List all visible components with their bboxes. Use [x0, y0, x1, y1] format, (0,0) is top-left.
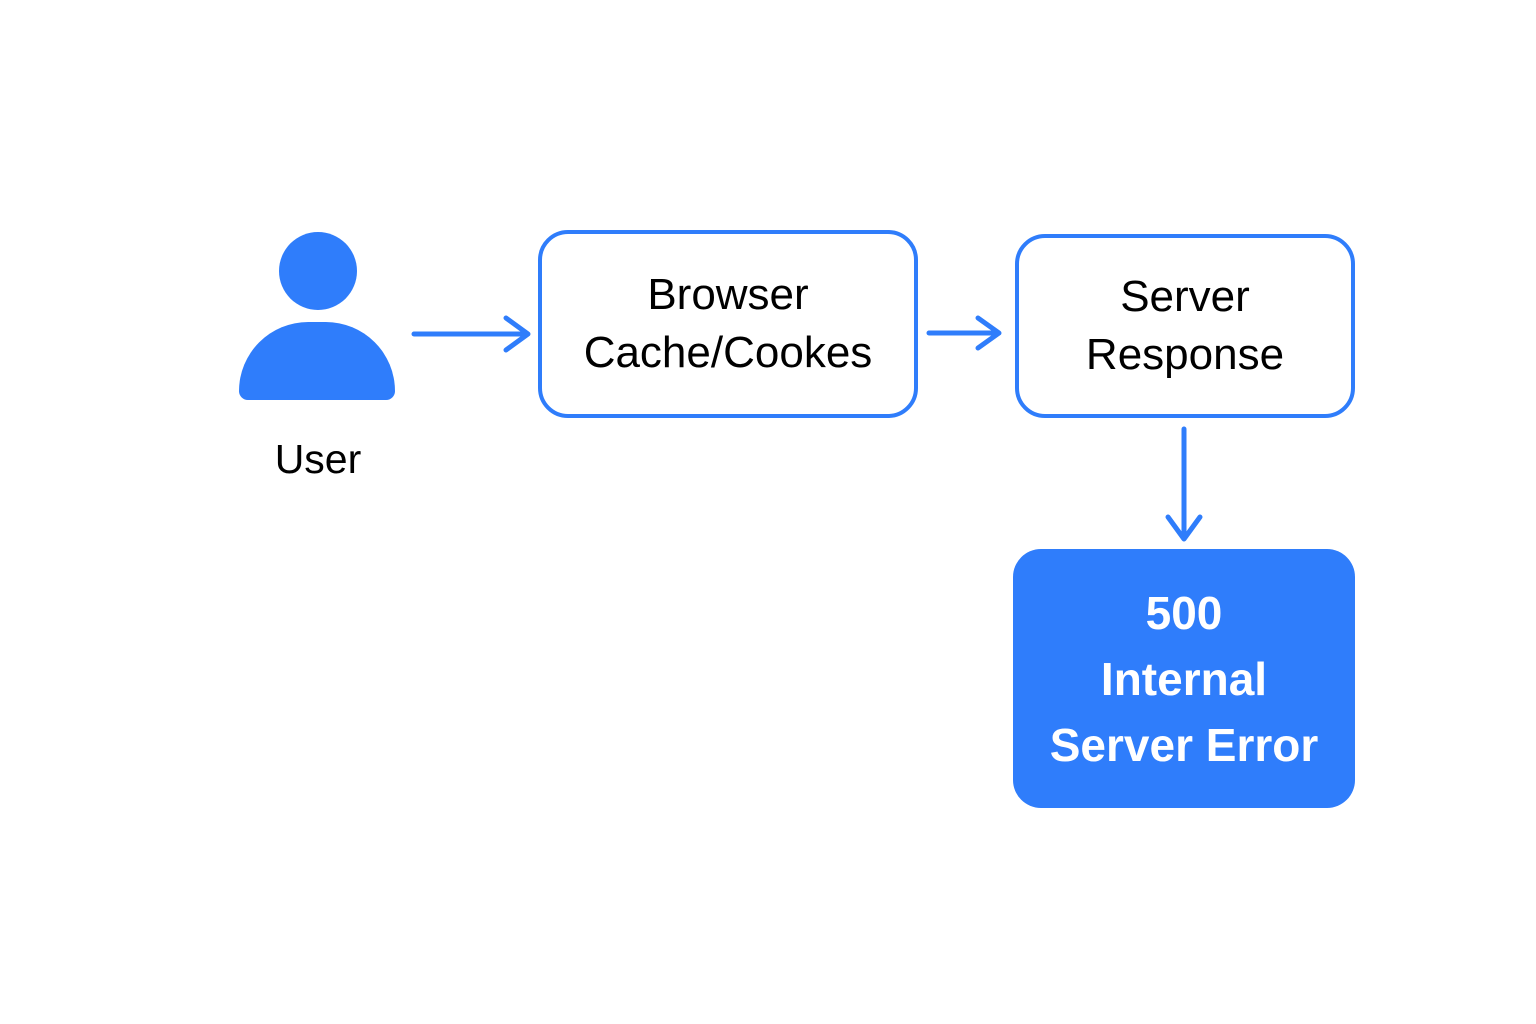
- node-error-500-line-3: Server Error: [1049, 718, 1319, 771]
- user-body-shape: [239, 322, 395, 400]
- node-browser-cache-line-2: Cache/Cookes: [583, 328, 873, 377]
- node-error-500[interactable]: 500 Internal Server Error: [1013, 549, 1355, 808]
- node-server-response[interactable]: Server Response: [1015, 234, 1355, 418]
- user-head-shape: [279, 232, 357, 310]
- node-server-response-line-1: Server: [1120, 272, 1250, 321]
- node-error-500-line-2: Internal: [1100, 652, 1268, 705]
- node-error-500-line-1: 500: [1145, 586, 1223, 639]
- arrow-server-to-error-icon: [1165, 426, 1203, 542]
- user-label: User: [274, 436, 362, 482]
- arrow-browser-to-server-icon: [926, 315, 1002, 351]
- arrow-user-to-browser-icon: [411, 315, 531, 353]
- node-browser-cache-line-1: Browser: [647, 270, 809, 319]
- node-browser-cache[interactable]: Browser Cache/Cookes: [538, 230, 918, 418]
- node-server-response-line-2: Response: [1085, 330, 1285, 379]
- user-person-icon: [238, 228, 398, 408]
